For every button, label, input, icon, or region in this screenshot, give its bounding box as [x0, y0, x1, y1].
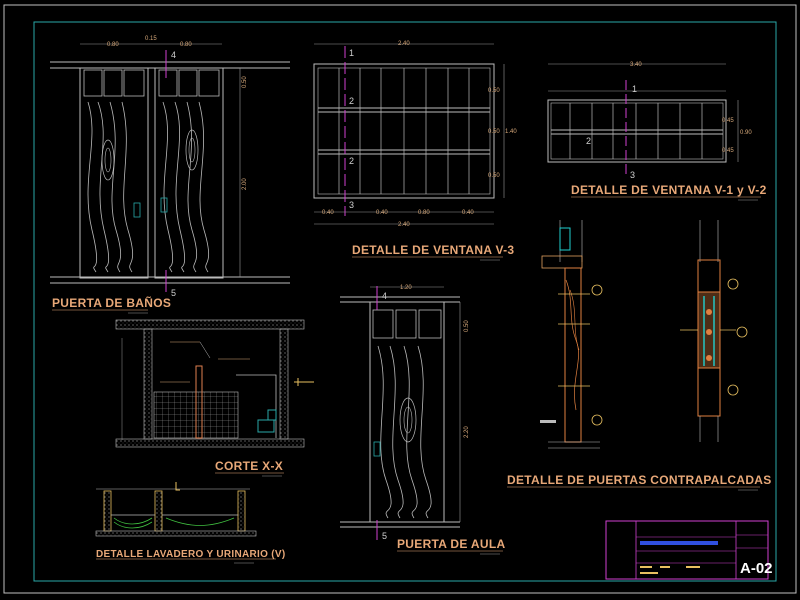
v12-dim-right-b: 0.45	[722, 148, 734, 154]
v12-marker-2: 2	[586, 136, 591, 146]
v12-dim-right-a: 0.45	[722, 118, 734, 124]
label-puertas-contrapalcadas: DETALLE DE PUERTAS CONTRAPALCADAS	[507, 473, 772, 487]
sheet-number: A-02	[740, 560, 773, 577]
v3-dim-right-a: 0.50	[488, 88, 500, 94]
ventana-v3-drawing: 2.40 1 2 2 3 0.50 0.50 0.50 1.40 0.40 0.…	[313, 41, 517, 261]
banos-dim-right-a: 0.50	[242, 76, 248, 88]
v3-marker-2b: 2	[349, 156, 354, 166]
v3-marker-1: 1	[349, 48, 354, 58]
aula-dim-right-a: 0.50	[464, 320, 470, 332]
v12-dim-right-total: 0.90	[740, 130, 752, 136]
label-puerta-banos: PUERTA DE BAÑOS	[52, 295, 171, 310]
v3-dim-top: 2.40	[398, 41, 410, 47]
label-ventana-v1-v2: DETALLE DE VENTANA V-1 y V-2	[571, 183, 767, 197]
v3-dim-bottom-a: 0.40	[322, 210, 334, 216]
banos-marker-5: 5	[171, 288, 176, 298]
v3-dim-right-b: 0.50	[488, 129, 500, 135]
label-ventana-v3: DETALLE DE VENTANA V-3	[352, 243, 514, 257]
aula-marker-5: 5	[382, 531, 387, 541]
banos-dim-top-b: 0.15	[145, 36, 157, 42]
v3-dim-bottom-b: 0.40	[376, 210, 388, 216]
v3-dim-right-total: 1.40	[505, 129, 517, 135]
banos-dim-right-b: 2.00	[242, 178, 248, 190]
aula-dim-top: 1.20	[400, 285, 412, 291]
v3-dim-bottom-c: 0.80	[418, 210, 430, 216]
v3-marker-2a: 2	[349, 96, 354, 106]
banos-dim-top-a: 0.80	[107, 42, 119, 48]
aula-dim-right-b: 2.20	[464, 426, 470, 438]
lavadero-drawing: DETALLE LAVADERO Y URINARIO (V)	[95, 482, 286, 564]
label-puerta-aula: PUERTA DE AULA	[397, 537, 505, 551]
puertas-contrapalcadas-drawing: DETALLE DE PUERTAS CONTRAPALCADAS	[507, 220, 772, 491]
aula-marker-4: 4	[382, 291, 387, 301]
v3-dim-bottom-d: 0.40	[462, 210, 474, 216]
corte-xx-drawing: CORTE X-X	[115, 319, 314, 477]
puerta-banos-drawing: 0.80 0.15 0.80 4 5 0.50 2.00	[50, 36, 290, 314]
banos-dim-top-c: 0.80	[180, 42, 192, 48]
v12-marker-1: 1	[632, 84, 637, 94]
v3-dim-right-c: 0.50	[488, 173, 500, 179]
v3-marker-3: 3	[349, 200, 354, 210]
v12-dim-top: 3.40	[630, 62, 642, 68]
ventana-v1-v2-drawing: 3.40 1 2 3 0.45 0.45 0.90 DETALLE DE VEN…	[547, 62, 767, 201]
sheet-outer-border	[3, 4, 797, 594]
label-lavadero: DETALLE LAVADERO Y URINARIO (V)	[96, 549, 286, 560]
v3-dim-bottom-total: 2.40	[398, 222, 410, 228]
sheet-inner-border	[33, 21, 777, 582]
label-corte-xx: CORTE X-X	[215, 459, 283, 473]
v12-marker-3: 3	[630, 170, 635, 180]
title-block: A-02	[605, 520, 773, 580]
puerta-aula-drawing: 1.20 4 5 0.50 2.20 PUERTA DE AULA	[340, 285, 505, 555]
banos-marker-4: 4	[171, 50, 176, 60]
